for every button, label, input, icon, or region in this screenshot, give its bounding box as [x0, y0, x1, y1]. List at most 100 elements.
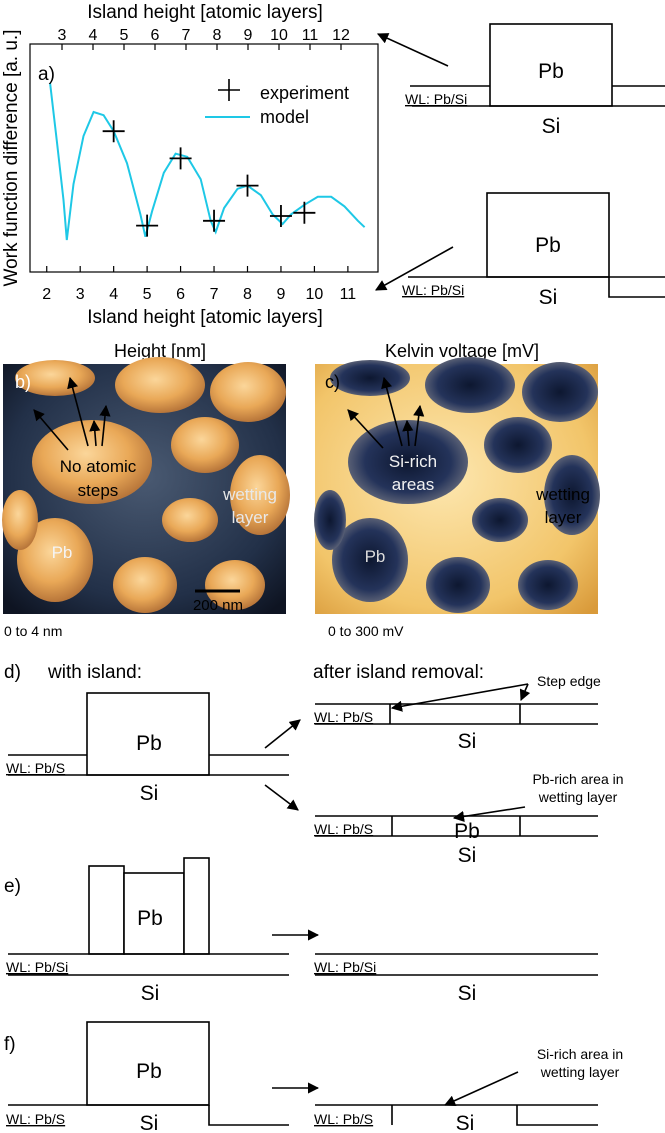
experiment-point — [169, 147, 192, 170]
wetting-line1: wetting — [222, 485, 277, 504]
x2-tick-label: 12 — [332, 27, 350, 44]
wl-label: WL: Pb/S — [6, 760, 65, 776]
model-series-line — [49, 83, 366, 241]
experiment-point — [102, 120, 125, 143]
x-tick-label: 10 — [306, 286, 324, 303]
wl-label: WL: Pb/S — [314, 1111, 373, 1127]
wl-label: WL: Pb/Si — [402, 282, 464, 298]
diagram-middle-right: Pb WL: Pb/Si Si — [402, 192, 665, 309]
wetting-line2: layer — [232, 508, 269, 527]
arrow-top-axis — [376, 33, 449, 67]
legend: experiment model — [205, 79, 349, 127]
panel-a-label: a) — [38, 64, 55, 85]
x2-tick-label: 7 — [182, 27, 191, 44]
experiment-point — [203, 209, 226, 232]
pb-label: Pb — [52, 543, 73, 562]
diagram-top-right: Pb WL: Pb/Si Si — [405, 23, 665, 138]
si-label: Si — [140, 782, 159, 805]
wl-label: WL: Pb/Si — [314, 959, 376, 975]
x2-tick-label: 8 — [213, 27, 222, 44]
x-tick-label: 6 — [176, 286, 185, 303]
panel-c-range: 0 to 300 mV — [328, 623, 404, 639]
x-tick-label: 4 — [109, 286, 118, 303]
pb-label: Pb — [538, 60, 564, 83]
top-axis-ticks: 3 4 5 6 7 8 9 10 11 12 — [58, 27, 350, 50]
pb-island-block — [86, 692, 210, 776]
si-rich-line2: areas — [392, 475, 435, 494]
pb-island-block — [486, 192, 610, 278]
x-tick-label: 3 — [76, 286, 85, 303]
wl-label: WL: Pb/Si — [6, 959, 68, 975]
pb-label: Pb — [136, 732, 162, 755]
top-axis-label: Island height [atomic layers] — [87, 2, 323, 23]
legend-experiment-label: experiment — [260, 83, 349, 103]
after-removal-step-diagram — [315, 703, 598, 725]
panel-c-title: Kelvin voltage [mV] — [385, 341, 539, 361]
x-tick-label: 8 — [243, 286, 252, 303]
no-steps-line1: No atomic — [60, 457, 137, 476]
arrow-bottom-axis — [375, 246, 454, 291]
x-tick-label: 9 — [277, 286, 286, 303]
step-edge-label: Step edge — [537, 673, 601, 689]
wetting-line1: wetting — [535, 485, 590, 504]
legend-experiment-marker — [218, 79, 240, 101]
si-label: Si — [141, 982, 160, 1005]
after-removal-title: after island removal: — [313, 662, 484, 683]
si-label: Si — [542, 115, 561, 138]
si-label: Si — [458, 730, 477, 753]
x2-tick-label: 3 — [58, 27, 67, 44]
pb-label: Pb — [454, 820, 480, 843]
panel-f: f) Pb WL: Pb/S Si Si-rich area in wettin… — [4, 1021, 623, 1133]
pb-label: Pb — [535, 234, 561, 257]
wl-label: WL: Pb/S — [314, 821, 373, 837]
pb-rich-line2: wetting layer — [538, 789, 618, 805]
panel-c-label: c) — [325, 372, 340, 392]
pb-label: Pb — [137, 907, 163, 930]
pb-island-block — [489, 23, 613, 107]
panel-c-image: Kelvin voltage [mV] c) Si-rich areas Pb … — [314, 341, 600, 639]
x-tick-label: 11 — [340, 286, 357, 303]
panel-f-label: f) — [4, 1034, 16, 1055]
experiment-point — [293, 201, 316, 224]
x2-tick-label: 9 — [244, 27, 253, 44]
si-rich-line1: Si-rich — [389, 452, 437, 471]
panel-d: d) with island: after island removal: Pb… — [4, 662, 624, 867]
pb-rich-line1: Pb-rich area in — [532, 771, 623, 787]
si-label: Si — [456, 1112, 475, 1133]
pb-label: Pb — [365, 547, 386, 566]
x2-tick-label: 6 — [151, 27, 160, 44]
si-rich-f-line1: Si-rich area in — [537, 1046, 623, 1062]
experiment-point — [136, 214, 159, 237]
si-rich-f-line2: wetting layer — [540, 1064, 620, 1080]
legend-model-label: model — [260, 107, 309, 127]
wl-label: WL: Pb/S — [6, 1111, 65, 1127]
si-label: Si — [140, 1112, 159, 1133]
scalebar-label: 200 nm — [193, 597, 243, 614]
pb-label: Pb — [136, 1060, 162, 1083]
no-steps-line2: steps — [78, 481, 119, 500]
x2-tick-label: 4 — [89, 27, 98, 44]
x2-tick-label: 11 — [302, 27, 319, 44]
experiment-point — [269, 205, 292, 227]
wl-label: WL: Pb/Si — [405, 91, 467, 107]
panel-e-label: e) — [4, 876, 21, 897]
panel-b-range: 0 to 4 nm — [4, 623, 62, 639]
si-label: Si — [539, 286, 558, 309]
si-label: Si — [458, 844, 477, 867]
x2-tick-label: 5 — [120, 27, 129, 44]
x2-tick-label: 10 — [270, 27, 288, 44]
with-island-title: with island: — [47, 662, 142, 683]
experiment-point — [236, 174, 259, 197]
y-axis-label: Work function difference [a. u.] — [1, 30, 22, 287]
wetting-line2: layer — [545, 508, 582, 527]
experiment-series-points — [102, 120, 316, 237]
panel-b-title: Height [nm] — [114, 341, 206, 361]
si-label: Si — [458, 982, 477, 1005]
panel-b-label: b) — [15, 372, 31, 392]
x-tick-label: 5 — [143, 286, 152, 303]
bottom-axis-label: Island height [atomic layers] — [87, 307, 323, 328]
panel-d-label: d) — [4, 662, 21, 683]
